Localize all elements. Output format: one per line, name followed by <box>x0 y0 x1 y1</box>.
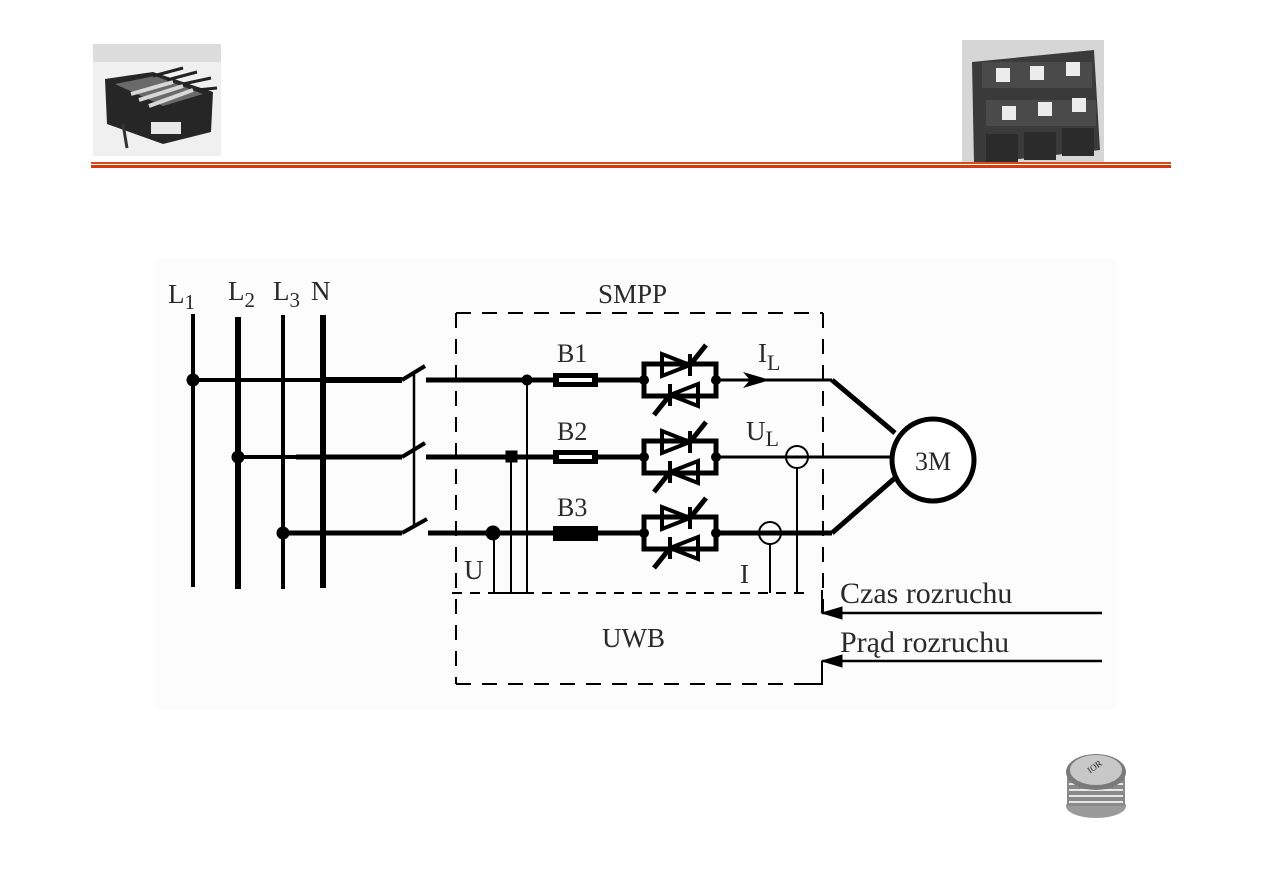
main-switch <box>400 364 428 535</box>
fuse-label-b1: B1 <box>557 339 587 368</box>
current-transformers <box>758 445 809 593</box>
phase-feeds <box>186 373 402 540</box>
thyristor-pair-phase2 <box>639 422 721 492</box>
input-label-start-current: Prąd rozruchu <box>840 626 1009 659</box>
current-arrow <box>743 372 770 388</box>
disc-thyristor-photo: IOR <box>1063 742 1129 828</box>
motor-3m: 3M <box>889 416 977 504</box>
motor-label: 3M <box>915 447 951 476</box>
fuse-b2 <box>553 450 598 464</box>
thyristors <box>639 345 721 568</box>
fuse-label-b2: B2 <box>557 417 587 446</box>
input-label-start-time: Czas rozruchu <box>840 577 1012 610</box>
fuse-b3 <box>553 526 598 541</box>
smpp-title: SMPP <box>598 279 667 309</box>
bus-label-n: N <box>311 276 331 306</box>
phase-lines <box>426 374 897 541</box>
fuses <box>553 373 598 541</box>
power-module-photo <box>962 40 1104 164</box>
thyristor-module-photo <box>93 44 221 156</box>
bus-label-l2: L2 <box>228 276 255 312</box>
fuse-labels: B1 B2 B3 <box>557 339 587 522</box>
header-divider-thick <box>91 165 1171 168</box>
thyristor-pair-phase3 <box>639 498 721 568</box>
thyristor-pair-phase1 <box>639 345 721 415</box>
supply-bus-bars <box>191 314 326 589</box>
sense-voltage-label: U <box>464 555 484 585</box>
uwb-label: UWB <box>602 623 665 653</box>
fuse-b1 <box>553 373 598 387</box>
bus-label-l3: L3 <box>273 276 300 312</box>
smpp-boundary <box>455 312 824 685</box>
voltage-sense-wires <box>493 380 528 594</box>
current-label: IL <box>758 338 780 375</box>
bus-label-l1: L1 <box>168 279 195 314</box>
sense-current-label: I <box>740 559 749 589</box>
header-divider-thin <box>91 162 1171 164</box>
fuse-label-b3: B3 <box>557 493 587 522</box>
control-inputs <box>808 590 1102 685</box>
bus-labels: L1 L2 L3 N <box>168 276 331 314</box>
voltage-label: UL <box>746 416 779 451</box>
